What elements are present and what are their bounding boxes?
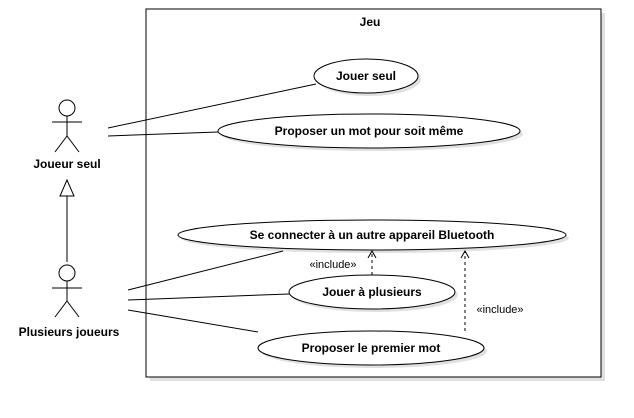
include-label: «include»: [309, 259, 356, 271]
use-case-label: Proposer un mot pour soit même: [275, 124, 464, 138]
association-multi-bluetooth[interactable]: [127, 250, 284, 291]
actor-joueur-seul[interactable]: Joueur seul: [33, 99, 101, 171]
use-case-jouer-seul[interactable]: Jouer seul: [313, 58, 421, 96]
use-case-bluetooth[interactable]: Se connecter à un autre appareil Bluetoo…: [177, 219, 569, 253]
use-case-label: Proposer le premier mot: [302, 341, 441, 355]
association-multi-premier-mot[interactable]: [127, 309, 259, 333]
use-case-label: Jouer seul: [336, 69, 396, 83]
actor-plusieurs-joueurs[interactable]: Plusieurs joueurs: [19, 264, 120, 339]
system-title: Jeu: [360, 15, 381, 29]
generalization-arrow[interactable]: [59, 178, 75, 262]
actor-label: Joueur seul: [33, 157, 100, 171]
actor-label: Plusieurs joueurs: [19, 325, 120, 339]
use-case-label: Jouer à plusieurs: [322, 285, 422, 299]
association-solo-proposer-mot[interactable]: [107, 131, 219, 137]
use-case-label: Se connecter à un autre appareil Bluetoo…: [250, 228, 495, 242]
association-solo-jouer-seul[interactable]: [107, 83, 317, 129]
include-label: «include»: [476, 304, 523, 316]
use-case-jouer-plusieurs[interactable]: Jouer à plusieurs: [288, 274, 458, 312]
use-case-premier-mot[interactable]: Proposer le premier mot: [257, 330, 487, 368]
stick-figure-icon: [52, 264, 82, 318]
use-case-proposer-mot[interactable]: Proposer un mot pour soit même: [217, 113, 523, 151]
association-multi-jouer-plusieurs[interactable]: [127, 293, 290, 301]
stick-figure-icon: [52, 99, 82, 153]
include-dependency-premier-mot[interactable]: «include»: [460, 249, 524, 331]
include-dependency-jouer-plusieurs[interactable]: «include»: [309, 249, 377, 275]
